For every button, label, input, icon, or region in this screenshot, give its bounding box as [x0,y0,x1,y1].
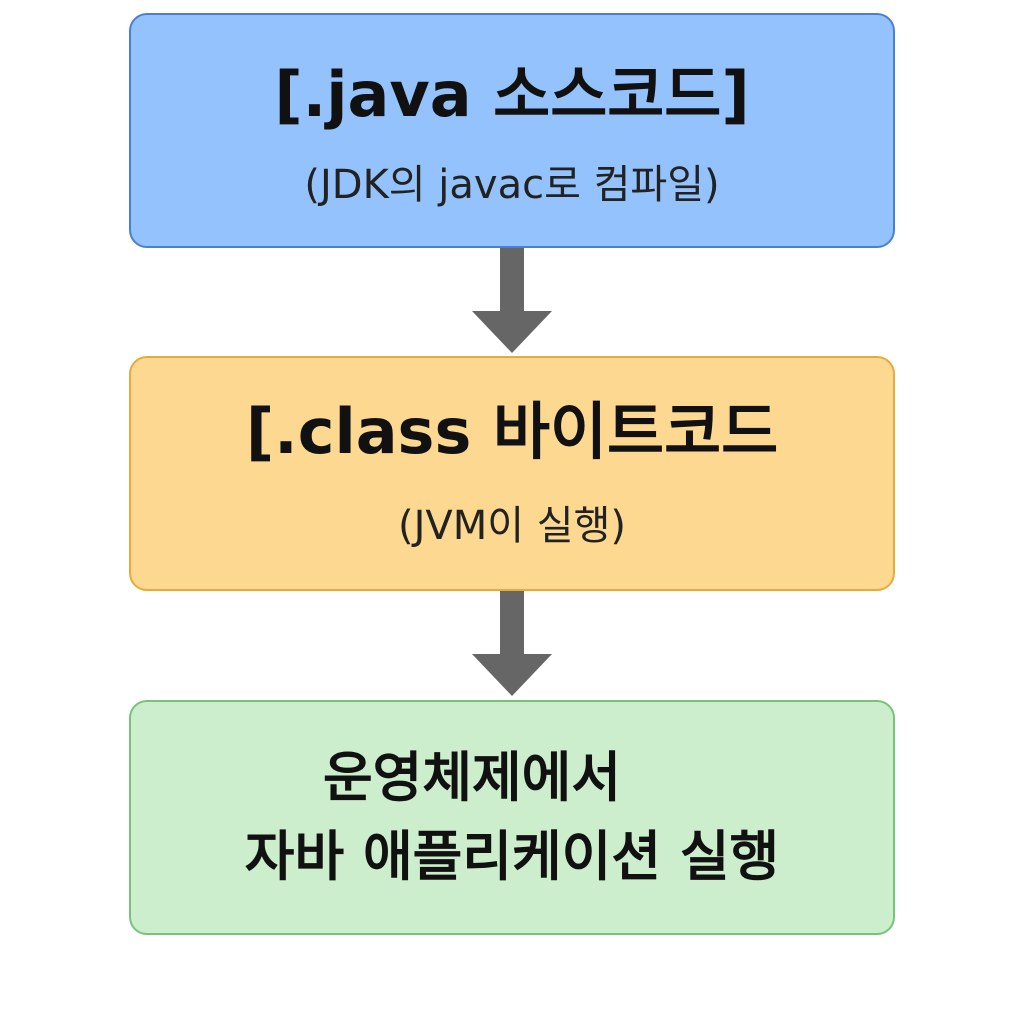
class-bytecode-subtitle: (JVM이 실행) [398,503,626,550]
os-execution-box: 운영체제에서 자바 애플리케이션 실행 [129,700,895,935]
java-source-subtitle: (JDK의 javac로 컴파일) [304,162,720,209]
class-bytecode-title: [.class 바이트코드 [245,394,779,468]
down-arrow-icon [472,248,552,353]
os-execution-title-line1: 운영체제에서 [322,746,622,810]
down-arrow-icon [472,591,552,696]
java-source-title: [.java 소스코드] [274,57,750,131]
os-execution-title-line2: 자바 애플리케이션 실행 [244,824,780,888]
class-bytecode-box: [.class 바이트코드 (JVM이 실행) [129,356,895,591]
java-source-box: [.java 소스코드] (JDK의 javac로 컴파일) [129,13,895,248]
